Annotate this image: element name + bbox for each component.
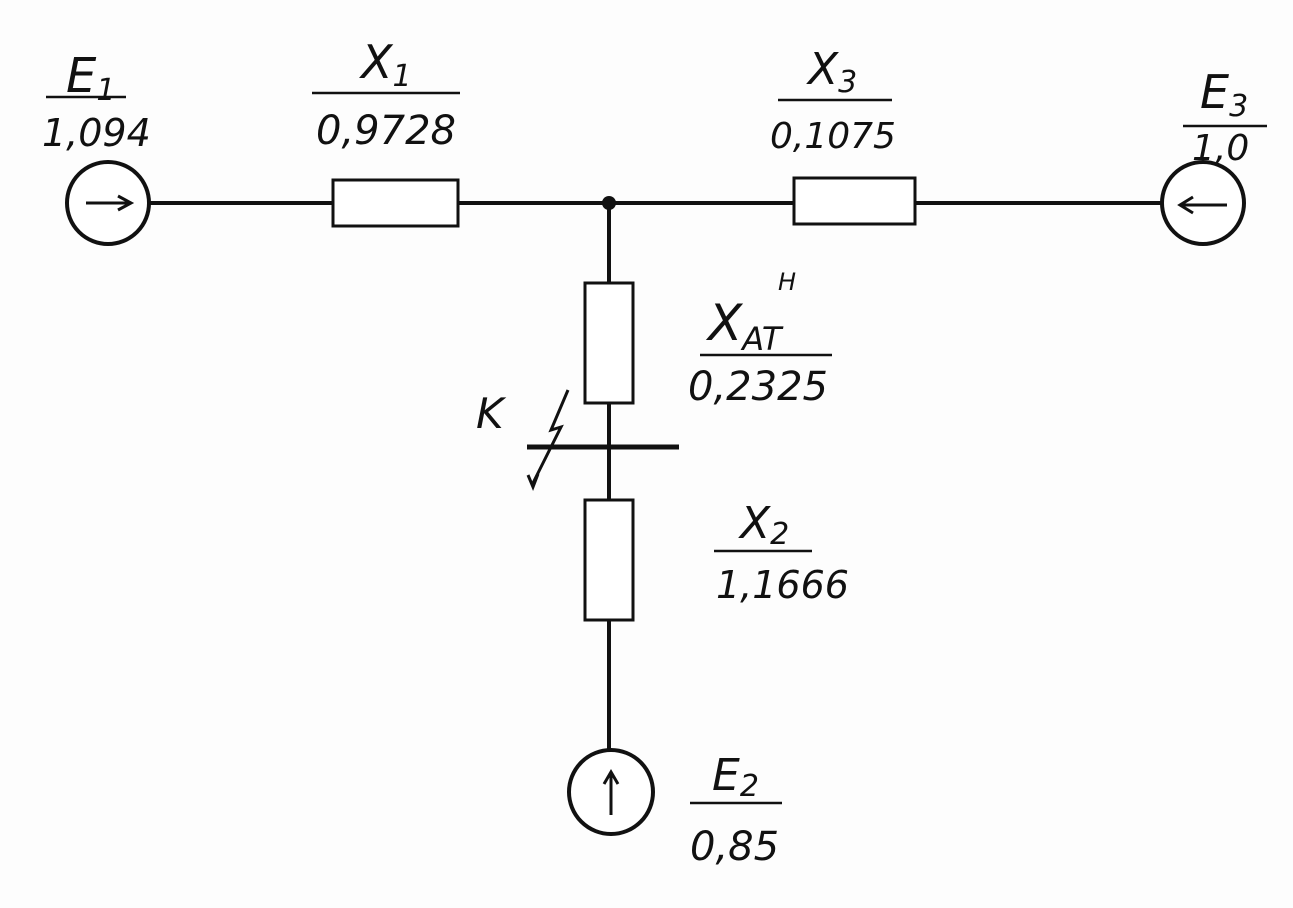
label-e1-sub: 1: [96, 73, 115, 108]
label-e1-value: 1,094: [42, 111, 151, 155]
label-e2-name: E: [712, 750, 740, 801]
label-e2-value: 0,85: [690, 824, 779, 870]
label-x3: X3 0,1075: [770, 44, 896, 157]
label-x3-name: X: [806, 44, 839, 95]
label-x3-sub: 3: [838, 65, 857, 100]
label-e1-name: E: [66, 48, 97, 104]
label-xat-sup: H: [778, 268, 796, 296]
label-e1: E1 1,094: [42, 48, 151, 155]
label-xat-sub: AT: [740, 320, 784, 358]
label-xat: H XAT 0,2325: [688, 268, 832, 410]
label-xat-value: 0,2325: [688, 364, 828, 410]
label-x1-value: 0,9728: [316, 108, 456, 154]
label-xat-name: X: [705, 294, 744, 352]
resistor-xat: [583, 281, 635, 405]
lightning-arrow-icon: [526, 473, 540, 492]
svg-text:E2: E2: [712, 750, 759, 804]
label-e2-sub: 2: [740, 769, 759, 804]
label-x2-name: X: [738, 498, 771, 549]
svg-text:XAT: XAT: [705, 294, 784, 358]
arrow-right-icon: [117, 194, 135, 212]
label-x1-name: X: [359, 35, 394, 89]
label-e3-sub: 3: [1229, 89, 1248, 124]
resistor-x2: [583, 498, 635, 622]
arrow-left-icon: [1177, 195, 1194, 215]
source-e2: [567, 748, 655, 836]
lightning-icon: [531, 389, 570, 484]
resistor-x1: [331, 178, 460, 228]
arrow-up-icon: [602, 769, 620, 785]
source-e3: [1160, 160, 1246, 246]
label-x2-sub: 2: [770, 517, 789, 552]
label-x3-value: 0,1075: [770, 116, 896, 157]
junction-node: [602, 196, 616, 210]
label-x1: X1 0,9728: [312, 35, 460, 154]
svg-text:X1: X1: [359, 35, 412, 94]
label-e3-value: 1,0: [1192, 128, 1249, 169]
label-x2: X2 1,1666: [714, 498, 849, 607]
resistor-x3: [792, 176, 917, 226]
svg-text:X2: X2: [738, 498, 789, 552]
svg-text:E3: E3: [1200, 65, 1248, 124]
fault-label: K: [476, 389, 507, 438]
source-e1: [65, 160, 151, 246]
svg-text:X3: X3: [806, 44, 857, 100]
label-x2-value: 1,1666: [716, 563, 849, 607]
label-x1-sub: 1: [393, 59, 412, 94]
label-e3: E3 1,0: [1183, 65, 1267, 169]
svg-text:E1: E1: [66, 48, 115, 108]
label-e3-name: E: [1200, 65, 1229, 119]
label-e2: E2 0,85: [690, 750, 782, 870]
